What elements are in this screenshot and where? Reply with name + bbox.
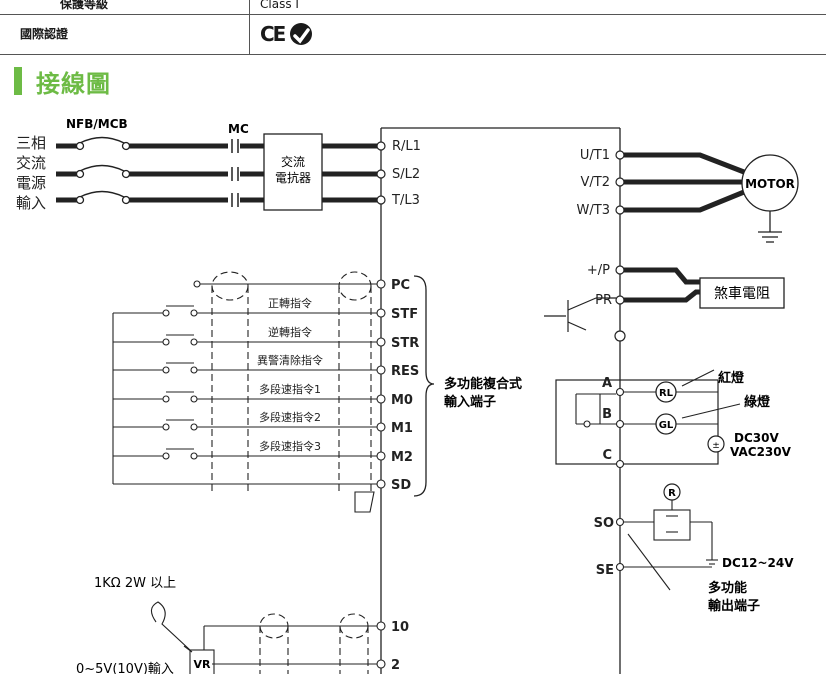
- breaker-contacts: [75, 141, 131, 205]
- terminal-label: STR: [391, 336, 419, 351]
- motor-label: MOTOR: [745, 177, 795, 191]
- terminal-label: M0: [391, 393, 413, 408]
- svg-text:電源: 電源: [16, 174, 46, 192]
- contactor-label: MC: [228, 122, 249, 136]
- control-terminal-group: PC STF STR RES M0 M1 M2 SD: [112, 271, 522, 513]
- brake-wiring: [624, 267, 700, 303]
- terminal-label: PC: [391, 278, 410, 293]
- command-label: 多段速指令1: [259, 382, 321, 396]
- three-phase-lines: [56, 136, 378, 207]
- command-label: 逆轉指令: [268, 325, 312, 339]
- terminal-label: SO: [594, 516, 614, 531]
- relay-terminal-label: B: [602, 407, 612, 422]
- terminal-label: W/T3: [577, 203, 610, 218]
- spec-key: 國際認證: [0, 14, 250, 54]
- analog-input-label: 0~5V(10V)輸入: [76, 662, 174, 674]
- lamp-name: 紅燈: [718, 370, 745, 386]
- relay-supply-label: VAC230V: [730, 445, 792, 459]
- section-accent-bar: [14, 67, 22, 95]
- section-header: 接線圖: [14, 66, 111, 98]
- terminal-label: RES: [391, 364, 419, 379]
- terminal-label: STF: [391, 307, 418, 322]
- svg-text:交流: 交流: [16, 154, 46, 172]
- spec-value: CE: [250, 14, 826, 54]
- svg-text:輸入: 輸入: [16, 194, 46, 212]
- open-collector-output: SO SE R DC12~24V 多功能 輸出端子: [594, 483, 794, 614]
- certification-logos: CE: [260, 14, 826, 54]
- so-supply-label: DC12~24V: [722, 556, 794, 570]
- terminal-label: SD: [391, 478, 411, 493]
- potentiometer-spec: 1KΩ 2W 以上: [94, 576, 176, 591]
- motor-wiring: [624, 152, 745, 213]
- relay-terminal-label: A: [602, 376, 612, 391]
- output-group-label: 多功能: [708, 580, 747, 596]
- command-label: 多段速指令3: [259, 439, 321, 453]
- vr-label: VR: [194, 658, 212, 671]
- shield-drain: [354, 491, 375, 513]
- ce-mark-logo: CE: [260, 22, 286, 46]
- analog-input-section: 1KΩ 2W 以上 10 2 VR 0~5V(10V)輸入: [76, 576, 409, 674]
- spec-key: 保護等級: [0, 0, 250, 14]
- check-mark-icon: [290, 23, 313, 45]
- terminal-label: M1: [391, 421, 413, 436]
- terminal-label: PR: [595, 293, 612, 308]
- relay-supply-label: DC30V: [734, 431, 779, 445]
- brake-resistor-label: 煞車電阻: [714, 285, 770, 302]
- power-input-label: 三相 交流 電源 輸入: [16, 134, 46, 212]
- reactor-box: [263, 133, 323, 211]
- section-title: 接線圖: [36, 69, 111, 98]
- reactor-label: 電抗器: [275, 170, 311, 185]
- output-terminals: [615, 150, 625, 215]
- relay-terminal-label: C: [602, 448, 612, 463]
- command-label: 多段速指令2: [259, 410, 321, 424]
- transistor-symbol: [544, 297, 616, 332]
- relay-output-section: A B C RL GL 紅燈 綠燈 ± DC30V VAC: [555, 369, 792, 469]
- svg-text:±: ±: [712, 441, 720, 451]
- control-group-label: 輸入端子: [444, 394, 496, 410]
- reactor-label: 交流: [281, 154, 305, 169]
- lamp-label: GL: [659, 420, 674, 431]
- breaker-label: NFB/MCB: [66, 117, 128, 131]
- terminal-label: U/T1: [580, 148, 610, 163]
- terminal-label: SE: [596, 563, 614, 578]
- ground-icon: [758, 211, 782, 243]
- terminal-label: +/P: [587, 263, 610, 278]
- output-group-label: 輸出端子: [708, 598, 760, 614]
- terminal-label: S/L2: [392, 167, 420, 182]
- green-lamp-icon: [655, 413, 677, 435]
- relay-symbol-label: R: [668, 488, 676, 499]
- relay-coil-icon: [663, 483, 681, 501]
- input-terminals: [376, 141, 386, 205]
- terminal-label: T/L3: [391, 193, 420, 208]
- lamp-name: 綠燈: [744, 394, 771, 410]
- red-lamp-icon: [655, 381, 677, 403]
- brake-resistor-box: [699, 277, 785, 309]
- control-group-label: 多功能複合式: [444, 376, 522, 392]
- command-label: 正轉指令: [268, 296, 312, 310]
- wiring-diagram: 三相 交流 電源 輸入 NFB/MCB MC 交流 電抗器: [16, 117, 799, 674]
- spec-row-certification: 國際認證 CE: [0, 14, 826, 55]
- spec-row-protection: 保護等級 Class I: [0, 0, 826, 15]
- lamp-label: RL: [659, 388, 674, 399]
- shielded-cable-outline: [211, 271, 372, 492]
- terminal-label: 10: [391, 620, 409, 635]
- terminal-label: 2: [391, 658, 400, 673]
- terminal-label: R/L1: [392, 139, 421, 154]
- power-source-icon: [707, 435, 725, 453]
- svg-text:三相: 三相: [16, 134, 46, 152]
- spec-value: Class I: [260, 0, 299, 11]
- command-label: 異警清除指令: [257, 353, 323, 367]
- terminal-label: M2: [391, 450, 413, 465]
- terminal-group-brace: [413, 275, 435, 497]
- terminal-label: V/T2: [581, 175, 611, 190]
